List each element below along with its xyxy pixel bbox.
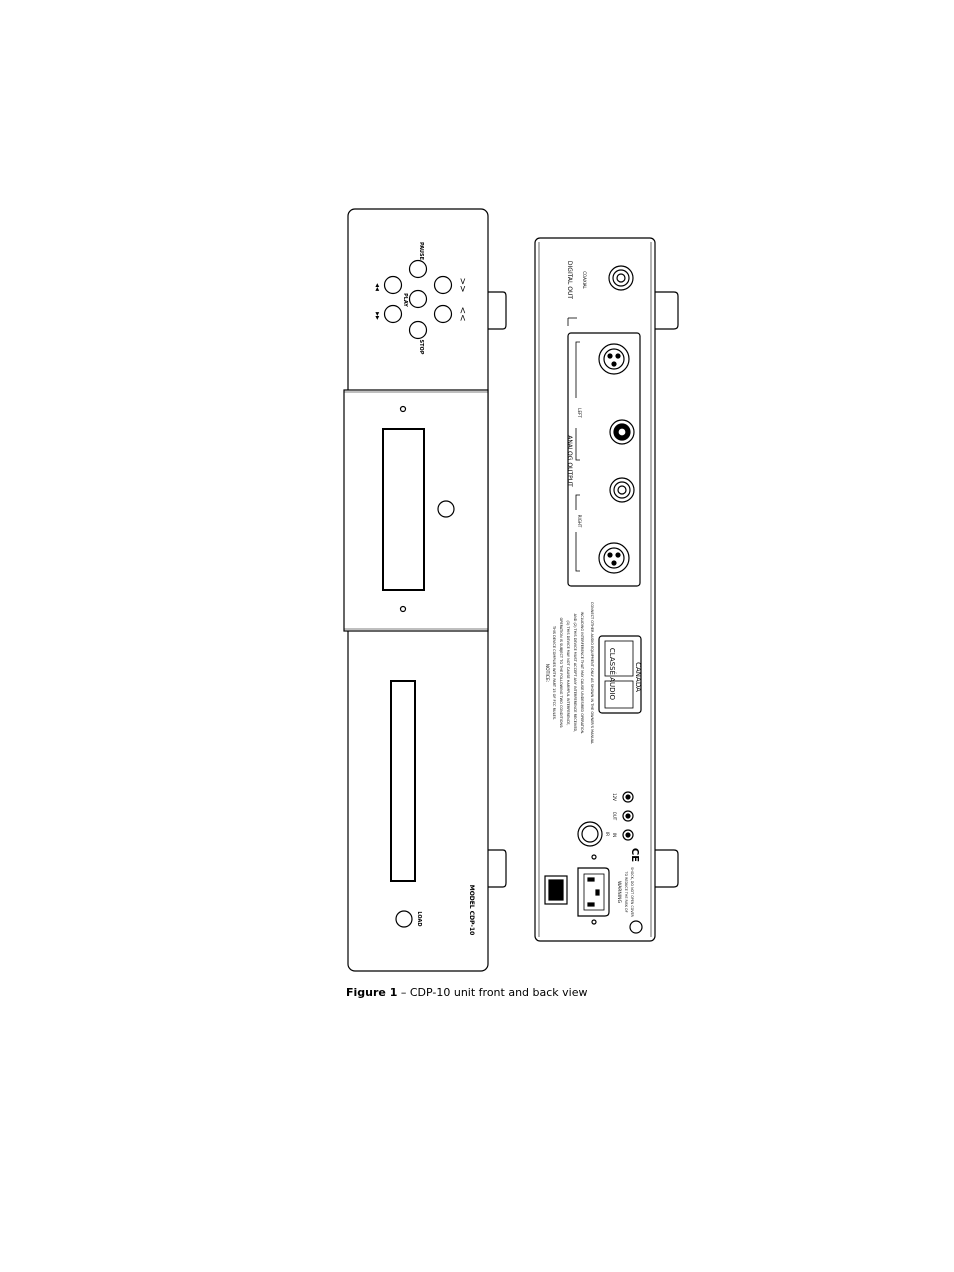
- analog-output-title: ANALOG OUTPUT: [566, 435, 573, 487]
- pause-button[interactable]: [408, 259, 428, 279]
- front-handle-top: [488, 291, 507, 330]
- load-label: LOAD: [416, 911, 422, 926]
- back-handle-top: [655, 291, 679, 330]
- next-track-button[interactable]: [433, 275, 453, 295]
- indicator-led-top: [399, 405, 407, 413]
- notice-line-4: AND (2) THIS DEVICE MUST ACCEPT ANY INTE…: [573, 614, 577, 733]
- warning-line-1: TO REDUCE THE RISK OF: [624, 870, 628, 912]
- stop-button[interactable]: [408, 320, 428, 340]
- right-label: RIGHT: [577, 515, 582, 528]
- trigger-in-jack[interactable]: [622, 810, 634, 822]
- ir-label: IR: [605, 832, 610, 836]
- brand-label: CLASSÉ AUDIO: [608, 648, 617, 701]
- xlr-right-output[interactable]: [598, 542, 630, 574]
- notice-line-2: OPERATION IS SUBJECT TO THE FOLLOWING TW…: [559, 618, 563, 729]
- ce-mark: CE: [629, 848, 640, 862]
- display-window: [382, 428, 425, 591]
- display-module: [343, 389, 489, 632]
- front-panel: [343, 208, 507, 972]
- figure-caption: Figure 1 – CDP-10 unit front and back vi…: [346, 986, 588, 999]
- left-label: LEFT: [577, 408, 582, 418]
- in-label: IN: [612, 833, 617, 837]
- model-label: MODEL CDP-10: [468, 885, 475, 936]
- notice-line-3: (1) THIS DEVICE MAY NOT CAUSE HARMFUL IN…: [566, 620, 570, 725]
- back-panel-outline: [534, 237, 656, 942]
- analog-output-box: [567, 332, 641, 587]
- brand-plate: [598, 635, 642, 714]
- next-track-label: >>: [457, 277, 467, 292]
- trigger-out-jack[interactable]: [622, 791, 634, 803]
- play-label: PLAY: [402, 293, 408, 307]
- coaxial-label: COAXIAL: [582, 271, 587, 289]
- pause-label: PAUSE: [418, 242, 424, 261]
- prev-track-label: <<: [457, 306, 467, 321]
- power-switch[interactable]: [544, 875, 568, 905]
- front-handle-bottom: [488, 849, 507, 888]
- skip-forward-label: ▶▶: [374, 312, 380, 320]
- notice-line-6: CONNECT OTHER AUDIO EQUIPMENT ONLY AS SH…: [590, 602, 594, 744]
- skip-back-label: ◀◀: [374, 283, 380, 291]
- out-label: OUT: [612, 812, 617, 821]
- load-button[interactable]: [395, 910, 413, 928]
- prev-track-button[interactable]: [433, 304, 453, 324]
- skip-back-button[interactable]: [383, 275, 403, 295]
- back-panel: [534, 237, 679, 942]
- skip-forward-button[interactable]: [383, 304, 403, 324]
- twelve-volt-label: 12V: [612, 793, 617, 801]
- figure-caption-label: Figure 1: [346, 986, 398, 999]
- stop-label: STOP: [418, 340, 424, 355]
- warning-title: WARNING: [616, 881, 622, 903]
- iec-power-inlet[interactable]: [577, 867, 610, 917]
- display-knob[interactable]: [437, 500, 455, 518]
- ir-in-jack[interactable]: [622, 829, 634, 841]
- rca-right-output[interactable]: [609, 477, 635, 503]
- country-label: CANADA: [634, 662, 642, 692]
- notice-line-5: INCLUDING INTERFERENCE THAT MAY CAUSE UN…: [580, 612, 584, 735]
- rca-left-output[interactable]: [609, 419, 635, 445]
- play-button[interactable]: [408, 289, 428, 309]
- notice-title: NOTICE:: [544, 664, 550, 683]
- ground-symbol-icon: [629, 920, 643, 934]
- figure-caption-text: – CDP-10 unit front and back view: [397, 986, 588, 999]
- warning-line-2: SHOCK, DO NOT OPEN COVER: [630, 867, 634, 917]
- coaxial-digital-jack[interactable]: [608, 265, 634, 291]
- digital-out-title: DIGITAL OUT: [566, 261, 573, 299]
- disc-tray: [390, 680, 416, 882]
- ir-sensor-window: [577, 821, 603, 847]
- indicator-led-bottom: [399, 605, 407, 613]
- xlr-left-output[interactable]: [598, 343, 630, 375]
- back-handle-bottom: [655, 849, 679, 888]
- notice-line-1: THIS DEVICE COMPLIES WITH PART 15 OF FCC…: [552, 625, 556, 720]
